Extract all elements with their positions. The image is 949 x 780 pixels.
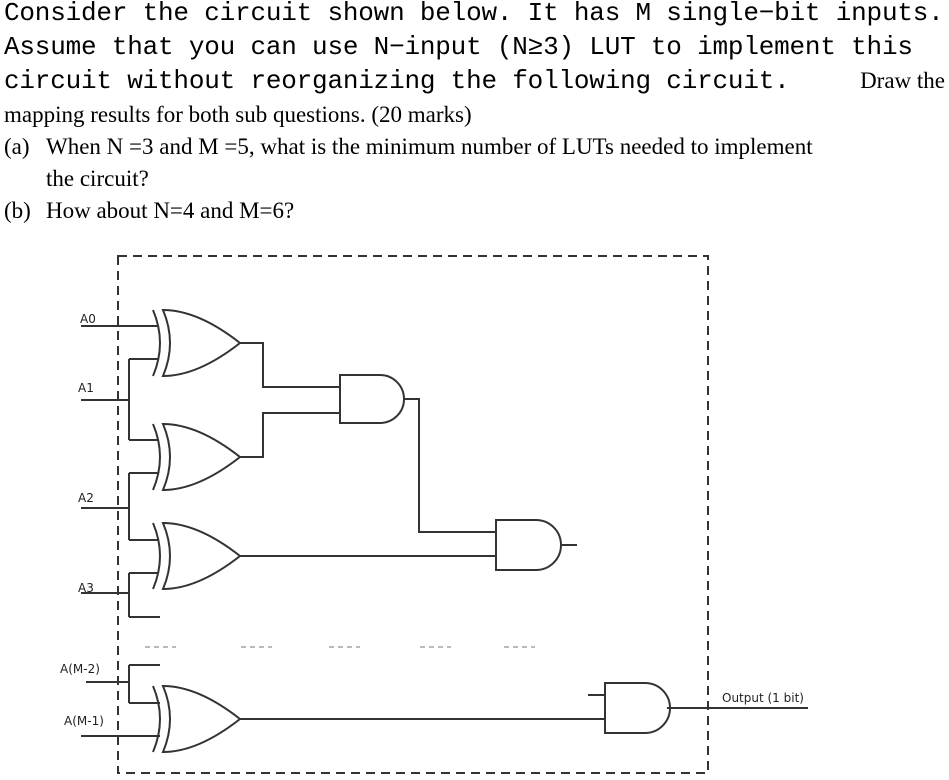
- xor-gate-xor3: [152, 521, 242, 591]
- wire-xor2-and1: [240, 412, 340, 458]
- xor-gate-xor1: [152, 308, 242, 378]
- sub-question-b: (b) How about N=4 and M=6?: [4, 196, 294, 226]
- input-wires: [81, 325, 160, 737]
- sub-question-b-label: (b): [4, 198, 31, 223]
- wire-a1: [81, 358, 158, 441]
- internal-wires: [240, 342, 808, 720]
- question-line-3: circuit without reorganizing the followi…: [4, 64, 945, 98]
- sub-question-b-text: How about N=4 and M=6?: [46, 198, 295, 223]
- xor-gate-xor_last: [152, 684, 242, 754]
- question-line-3-serif: Draw the: [860, 68, 945, 93]
- wire-a3: [81, 572, 160, 618]
- xor-gate-xor2: [152, 422, 242, 492]
- output-label: Output (1 bit): [722, 691, 804, 705]
- question-line-1: Consider the circuit shown below. It has…: [4, 0, 944, 28]
- input-label-am1: A(M-1): [64, 714, 104, 728]
- sub-question-a-continued: the circuit?: [46, 166, 149, 191]
- input-label-am2: A(M-2): [60, 662, 100, 676]
- sub-question-a-label: (a): [4, 134, 30, 159]
- and-gate-and_last: [604, 682, 671, 734]
- input-label-a1: A1: [78, 381, 94, 395]
- wire-xor1-and1: [240, 342, 340, 388]
- and-gate-and1: [339, 374, 405, 424]
- and-gate-and2: [495, 519, 562, 571]
- sub-question-a: (a) When N =3 and M =5, what is the minim…: [4, 132, 813, 162]
- input-label-a3: A3: [78, 581, 94, 595]
- question-line-2: Assume that you can use N−input (N≥3) LU…: [4, 32, 913, 62]
- circuit-boundary: [117, 255, 709, 774]
- question-line-3-mono: circuit without reorganizing the followi…: [4, 66, 790, 96]
- wire-and1-and2: [404, 398, 496, 533]
- wire-a2: [81, 472, 158, 541]
- question-line-4: mapping results for both sub questions. …: [4, 102, 472, 127]
- input-label-a2: A2: [78, 491, 94, 505]
- wire-am2: [86, 664, 160, 704]
- input-label-a0: A0: [80, 312, 96, 326]
- sub-question-a-text: When N =3 and M =5, what is the minimum …: [46, 134, 813, 159]
